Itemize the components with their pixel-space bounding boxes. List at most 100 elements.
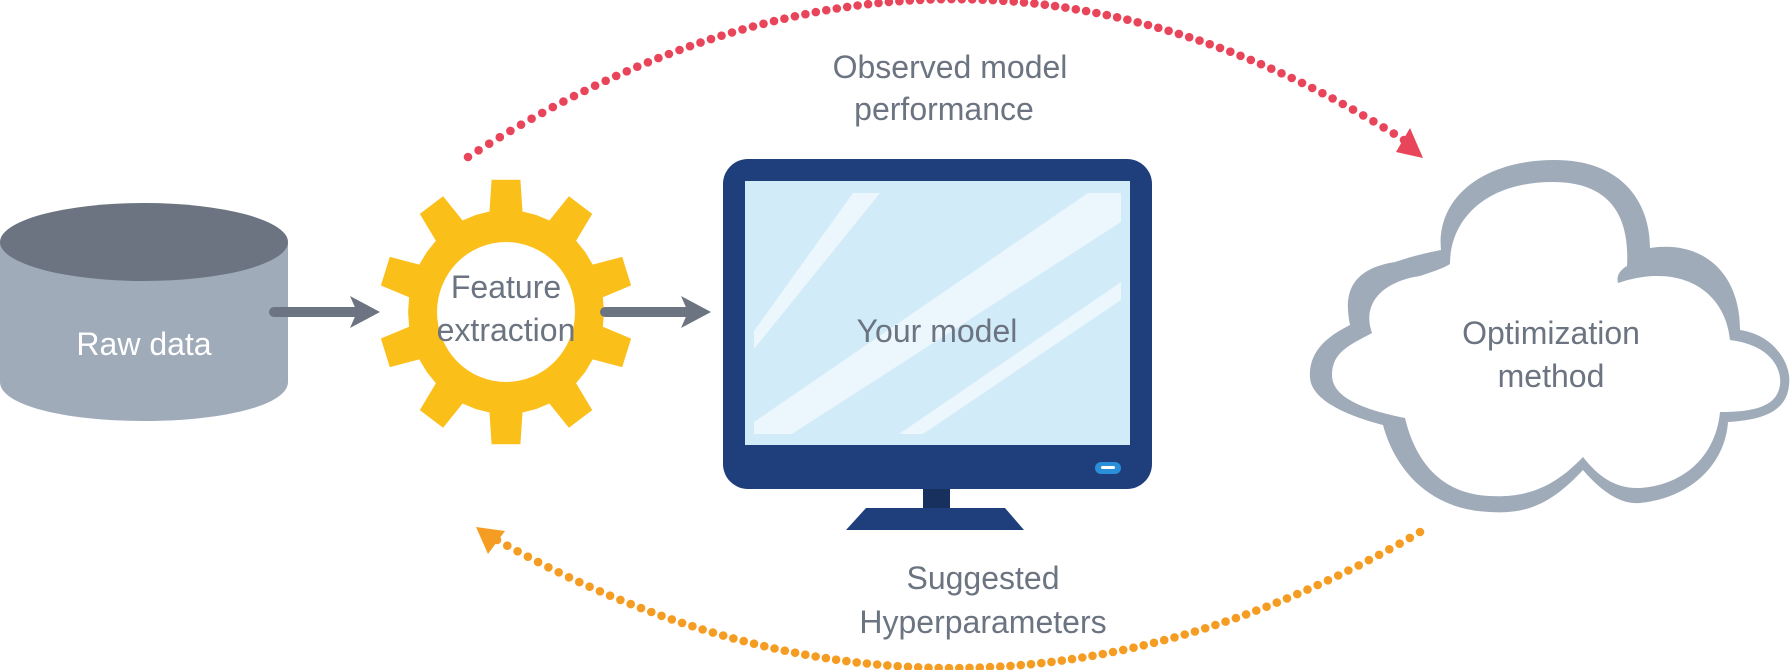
arc-dot	[544, 563, 553, 572]
arc-dot	[1389, 129, 1399, 138]
arc-dot	[516, 120, 526, 129]
arc-dot	[533, 557, 543, 567]
arc-dot	[947, 0, 956, 4]
suggested-hyperparameters-label-line1: Suggested	[906, 560, 1059, 596]
arc-dot	[708, 628, 718, 637]
arc-dot	[1231, 613, 1241, 623]
arc-dot	[965, 663, 974, 670]
arc-dot	[1174, 29, 1184, 39]
arc-dot	[926, 0, 935, 4]
arc-dot	[1180, 630, 1189, 639]
optimization-method-label-line1: Optimization	[1462, 315, 1640, 351]
arc-dot	[696, 38, 705, 47]
arc-dot	[1164, 26, 1173, 36]
feature-extraction-label-line2: extraction	[437, 312, 576, 348]
arc-dot	[677, 618, 687, 628]
arc-dot	[821, 653, 831, 663]
arc-dot	[626, 599, 635, 609]
arrow-head-icon	[681, 296, 711, 328]
arc-dot	[1267, 64, 1276, 73]
arc-dot	[1328, 94, 1337, 103]
arc-dot	[664, 49, 674, 59]
arc-dot	[988, 0, 998, 5]
cloud-inner	[1332, 182, 1781, 497]
arc-dot	[463, 152, 473, 162]
arc-dot	[905, 0, 915, 5]
arc-dot	[1050, 1, 1060, 11]
arc-dot	[853, 1, 862, 10]
arc-dot	[633, 62, 642, 71]
arc-dot	[647, 607, 656, 617]
arc-dot	[1323, 576, 1333, 585]
arc-dot	[585, 582, 594, 591]
arc-dot	[580, 86, 589, 96]
arc-dot	[667, 615, 677, 624]
suggested-hyperparameters-arc	[476, 527, 1425, 670]
arc-dot	[811, 7, 821, 17]
arc-dot	[685, 41, 695, 51]
arc-dot	[1415, 527, 1425, 537]
arc-dot	[1030, 0, 1039, 8]
arc-dot	[1374, 550, 1384, 560]
arc-dot	[1057, 656, 1067, 665]
arc-dot	[698, 625, 707, 634]
your-model-label: Your model	[857, 313, 1018, 349]
arc-dot	[1344, 566, 1353, 575]
screen-glare	[754, 193, 880, 349]
arc-dot	[1262, 602, 1271, 611]
arc-arrowhead-icon	[476, 527, 505, 554]
arc-dot	[595, 587, 605, 596]
observed-performance-label-line2: performance	[854, 91, 1034, 127]
arc-dot	[1252, 606, 1261, 615]
arc-dot	[749, 639, 759, 648]
arc-dot	[1369, 117, 1378, 126]
arc-dot	[554, 568, 563, 577]
arc-dot	[569, 91, 579, 101]
arc-dot	[1348, 105, 1358, 114]
arc-dot	[1190, 627, 1200, 636]
arc-dot	[801, 9, 810, 19]
arc-dot	[1071, 5, 1081, 14]
arc-dot	[811, 652, 820, 661]
arc-dot	[1118, 645, 1128, 655]
arc-dot	[895, 0, 904, 6]
arc-dot	[955, 663, 964, 670]
arc-dot	[874, 0, 883, 8]
optimization-method-label-line2: method	[1498, 358, 1605, 394]
arc-dot	[967, 0, 977, 4]
arc-dot	[1318, 88, 1327, 98]
arc-dot	[1236, 51, 1245, 61]
arc-dot	[1256, 59, 1266, 69]
feature-extraction-node: Feature extraction	[380, 179, 632, 445]
arc-dot	[801, 650, 810, 659]
arc-dot	[832, 4, 842, 13]
arc-dot	[1078, 653, 1087, 662]
suggested-hyperparameters-label-line2: Hyperparameters	[859, 604, 1106, 640]
arc-dot	[622, 67, 632, 76]
arc-dot	[842, 2, 852, 12]
arc-dot	[559, 97, 568, 106]
dotted-arc-dots	[463, 0, 1409, 162]
arc-dot	[1307, 83, 1317, 93]
database-cylinder-icon	[0, 242, 288, 421]
gear-hole	[437, 242, 575, 382]
arc-dot	[1354, 561, 1363, 570]
observed-performance-label-line1: Observed model	[833, 49, 1068, 85]
arc-dot	[822, 5, 831, 15]
arc-dot	[1184, 32, 1194, 42]
arc-dot	[643, 58, 653, 67]
arc-dot	[1159, 635, 1169, 645]
arc-dot	[780, 646, 790, 655]
arc-dot	[760, 641, 769, 651]
arc-dot	[564, 573, 574, 582]
arc-dot	[1241, 610, 1251, 619]
arc-dot	[996, 662, 1005, 670]
arc-dot	[1037, 658, 1046, 668]
arc-dot	[1040, 0, 1050, 9]
arc-dot	[1143, 20, 1153, 30]
arc-dot	[1092, 8, 1101, 18]
arc-dot	[985, 662, 995, 670]
arc-dot	[1313, 580, 1322, 590]
feature-extraction-label-line1: Feature	[451, 269, 561, 305]
